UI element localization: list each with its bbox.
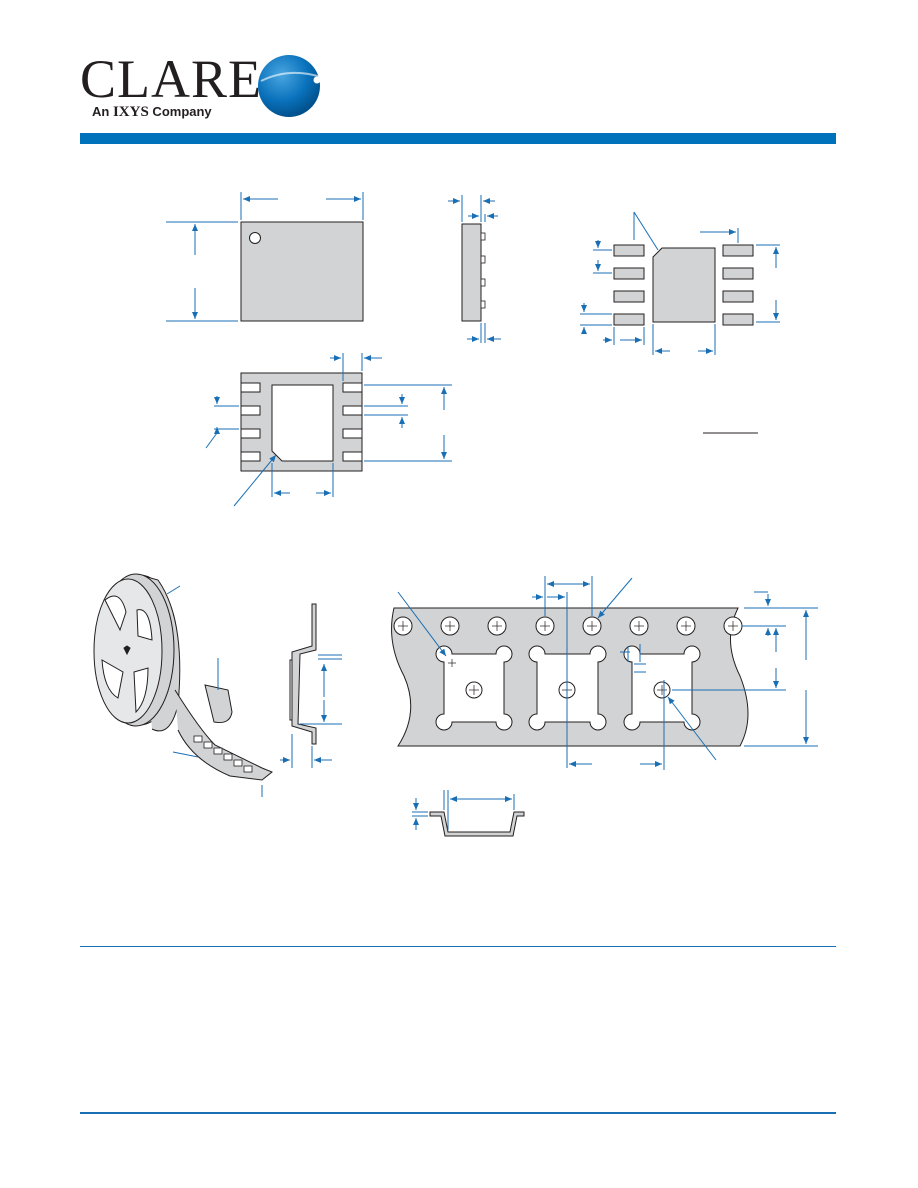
pcb-land-pattern	[580, 211, 780, 434]
header-bar	[80, 133, 836, 144]
tape-cross-section-vertical	[280, 603, 342, 768]
logo-wordmark: CLARE	[80, 49, 263, 109]
package-top-view	[166, 192, 364, 322]
package-bottom-view	[205, 353, 452, 507]
tape-reel	[93, 573, 273, 797]
tagline-an: An	[92, 104, 113, 119]
tagline-rest: Company	[148, 104, 212, 119]
tape-cross-section-horizontal	[412, 790, 525, 837]
footer-rule	[80, 1112, 836, 1114]
logo-tagline: An IXYS Company	[92, 104, 212, 121]
package-side-view	[448, 195, 501, 343]
clare-globe-icon	[258, 55, 322, 117]
section-divider	[80, 946, 836, 947]
tagline-brand: IXYS	[112, 104, 149, 120]
carrier-tape-top-view	[391, 576, 818, 770]
